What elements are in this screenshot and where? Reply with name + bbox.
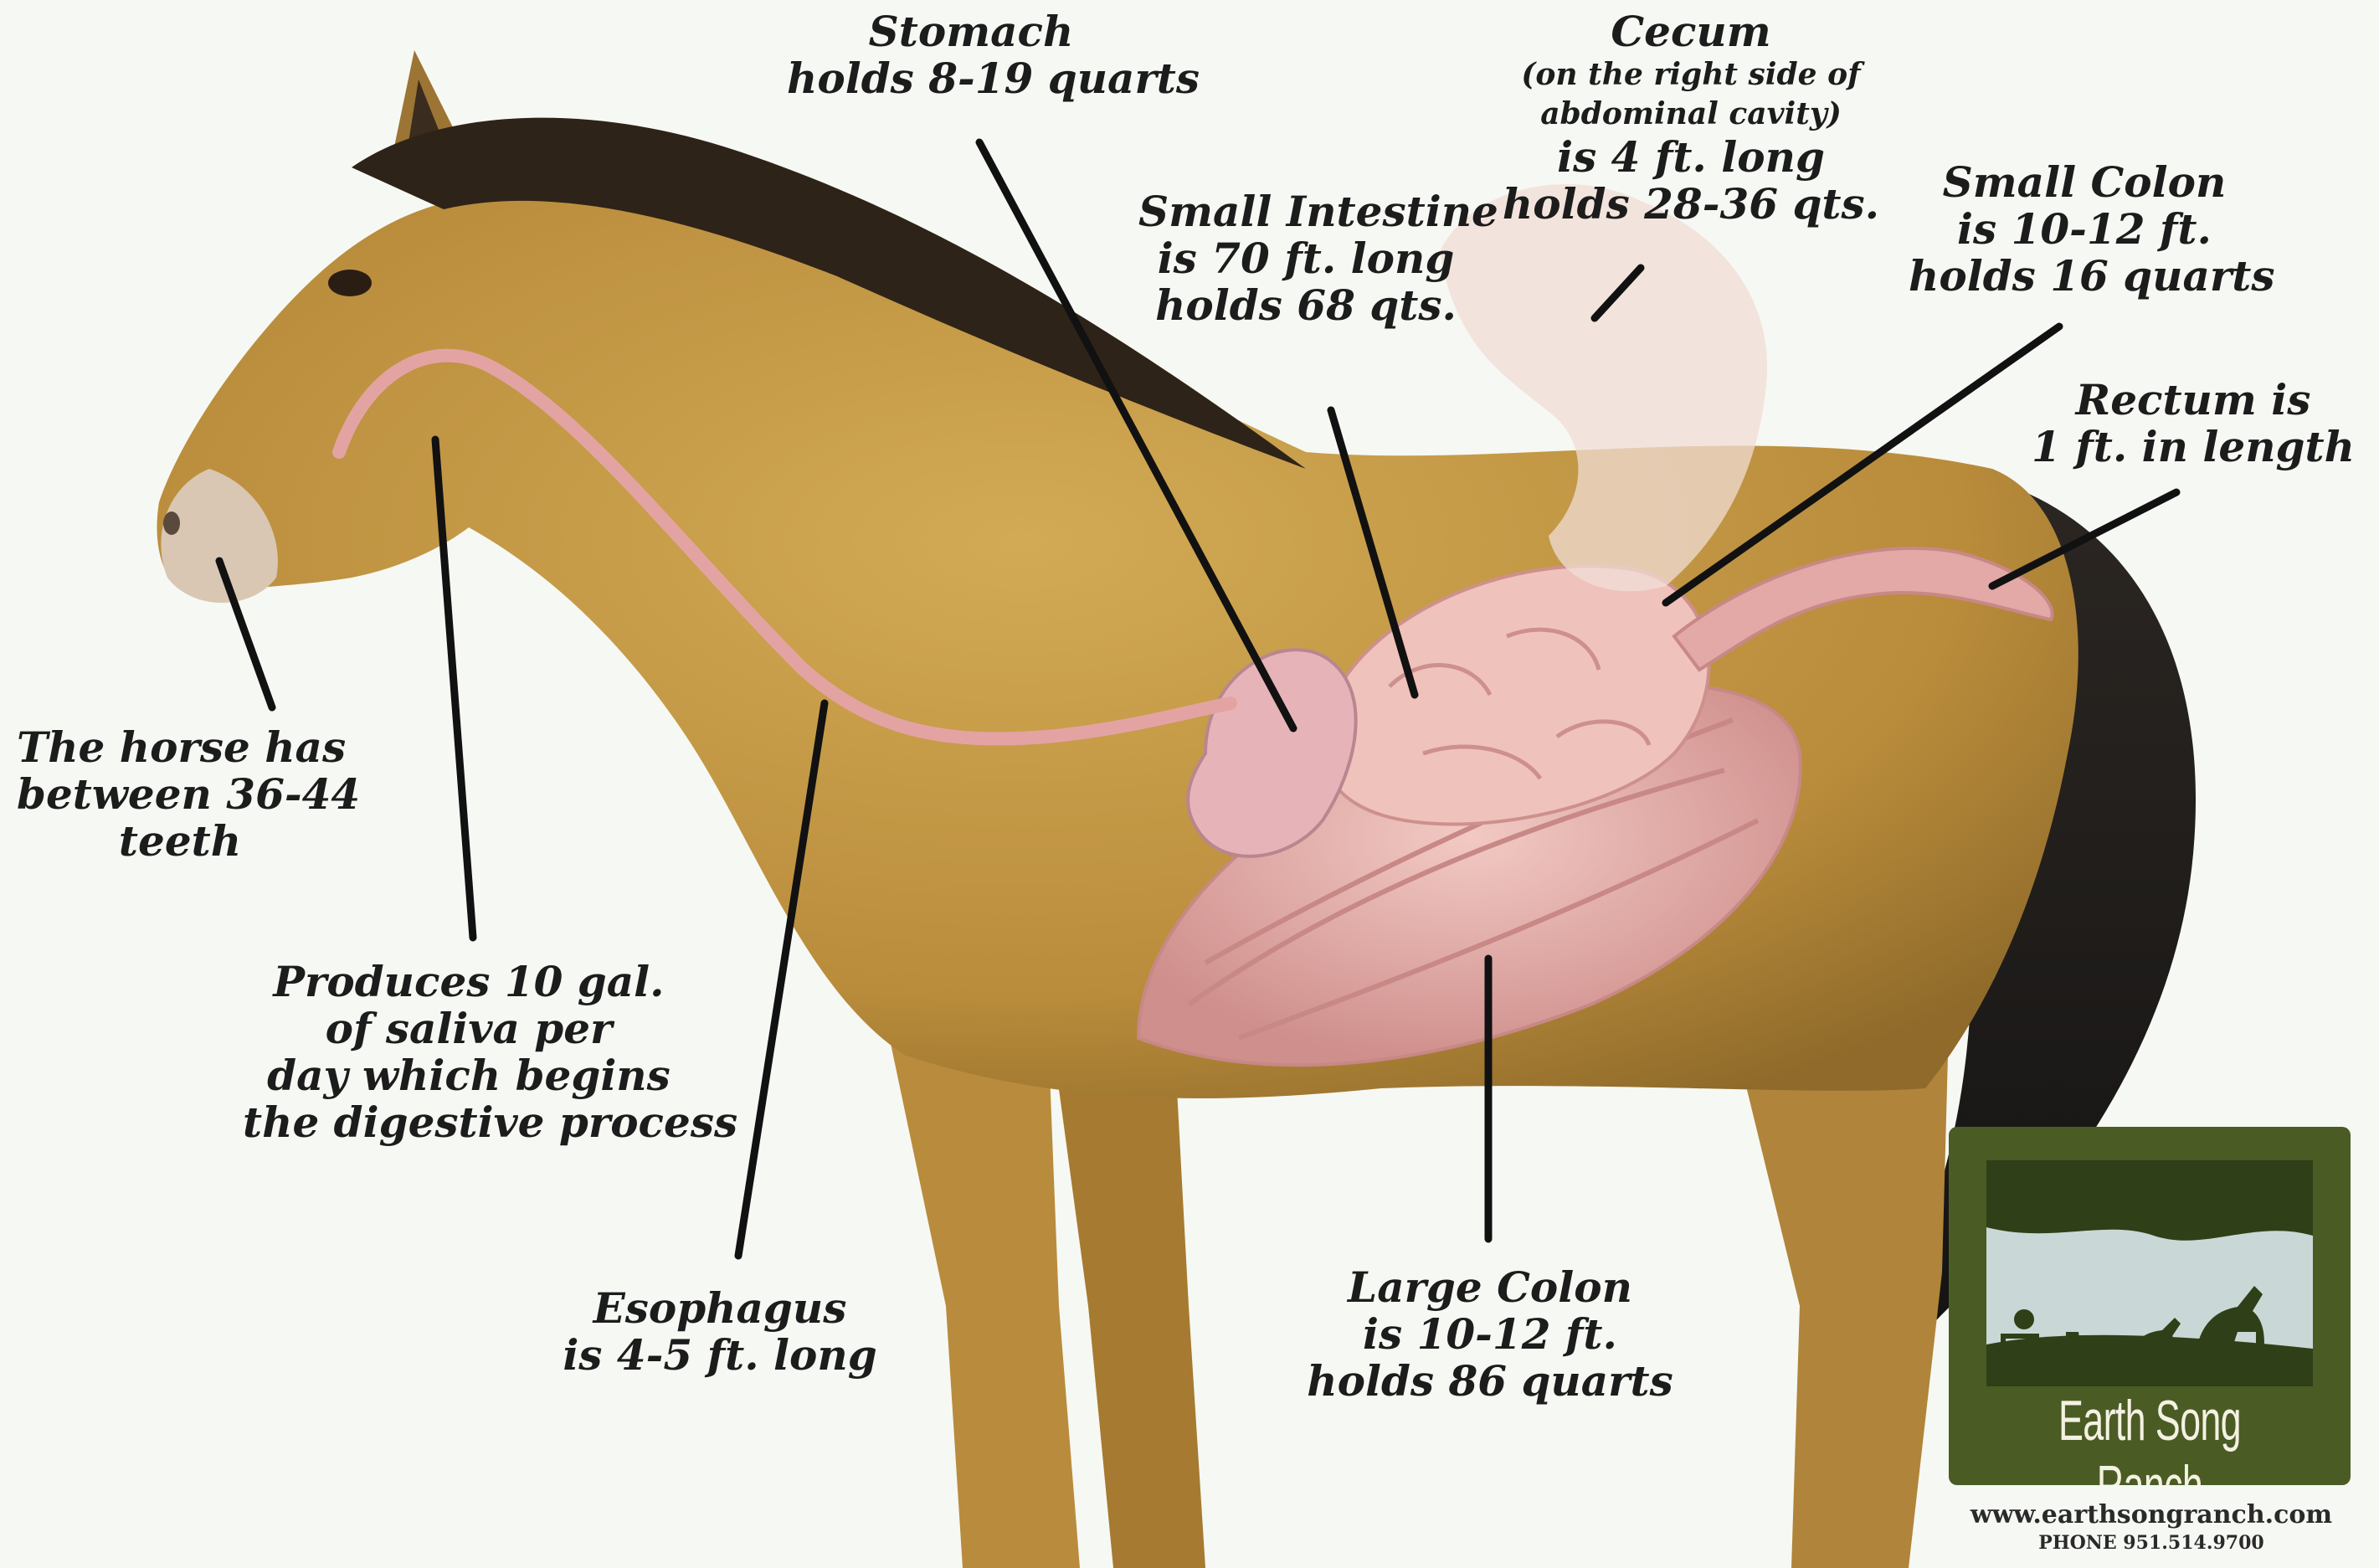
- horse-eye: [328, 270, 372, 296]
- label-rectum: Rectum is 1 ft. in length: [2026, 377, 2361, 470]
- label-teeth: The horse has between 36-44 teeth: [17, 724, 343, 865]
- label-esophagus: Esophagus is 4-5 ft. long: [552, 1285, 887, 1379]
- label-small-colon: Small Colon is 10-12 ft. holds 16 quarts: [1909, 159, 2260, 300]
- ranch-scene-icon: [1986, 1160, 2313, 1386]
- earth-song-ranch-logo: Earth Song Ranch: [1949, 1127, 2351, 1485]
- logo-name: Earth Song Ranch: [2017, 1388, 2283, 1485]
- logo-website: www.earthsongranch.com: [1942, 1500, 2361, 1529]
- logo-phone: PHONE 951.514.9700: [1942, 1532, 2361, 1554]
- label-cecum: Cecum (on the right side of abdominal ca…: [1490, 8, 1892, 228]
- label-large-colon: Large Colon is 10-12 ft. holds 86 quarts: [1306, 1264, 1674, 1405]
- label-saliva: Produces 10 gal. of saliva per day which…: [243, 959, 695, 1146]
- horse-nostril: [163, 512, 180, 535]
- label-small-intestine: Small Intestine is 70 ft. long holds 68 …: [1138, 188, 1473, 329]
- label-stomach: Stomach holds 8-19 quarts: [787, 8, 1155, 102]
